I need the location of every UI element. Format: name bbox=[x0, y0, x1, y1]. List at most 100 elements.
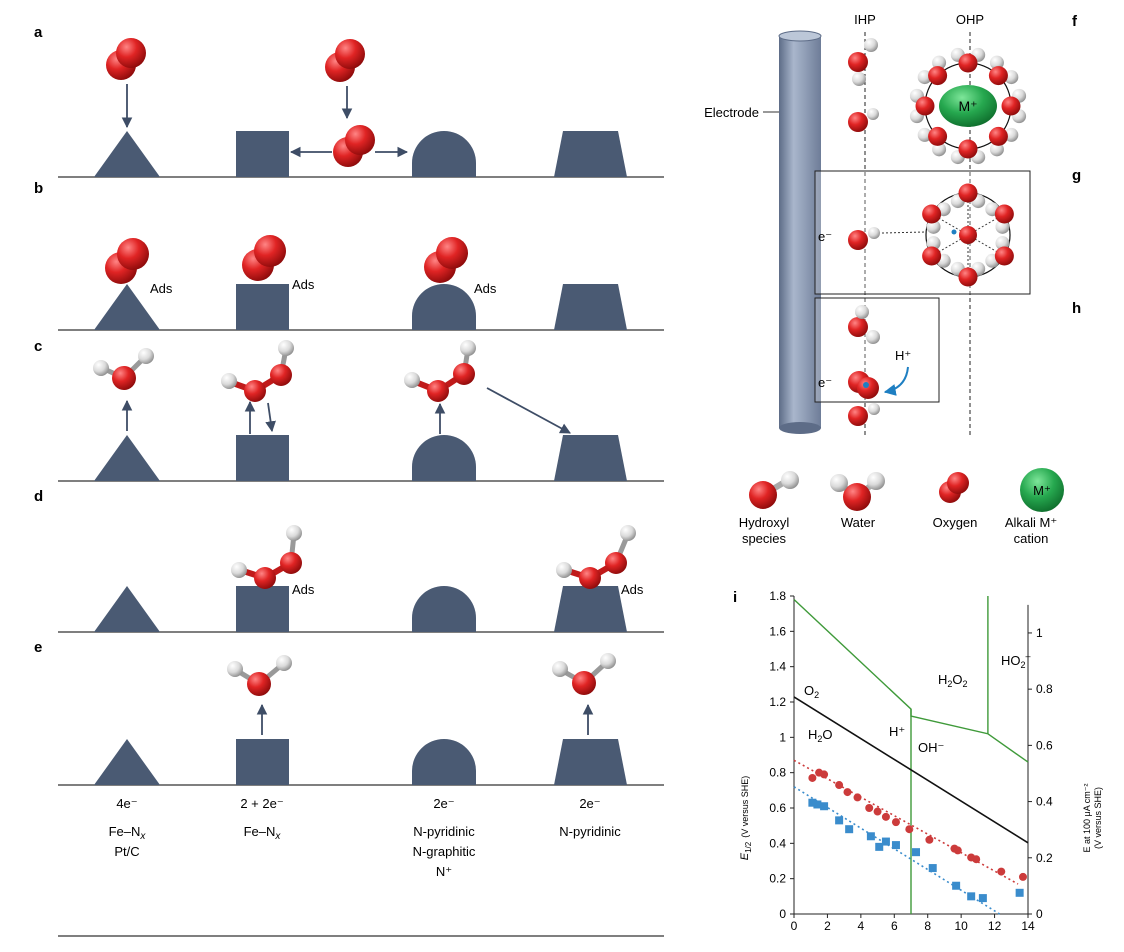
triangle-site bbox=[94, 586, 160, 632]
label-line: Pt/C bbox=[114, 844, 139, 859]
y-tick-label: 1 bbox=[779, 730, 786, 744]
region-hplus: H⁺ bbox=[889, 724, 905, 739]
panel-label-f: f bbox=[1072, 13, 1078, 30]
series-2-fit bbox=[793, 786, 1001, 915]
central-oxygen bbox=[951, 226, 977, 244]
legend-cation-label: cation bbox=[1014, 531, 1049, 546]
panel-label-h: h bbox=[1072, 300, 1081, 317]
water-molecule bbox=[985, 202, 1014, 234]
left-panels: a b c d e bbox=[34, 24, 664, 937]
ads-label: Ads bbox=[292, 582, 315, 597]
series-1-point bbox=[881, 812, 890, 821]
triangle-site bbox=[94, 131, 160, 177]
panel-label-a: a bbox=[34, 24, 43, 41]
square-site bbox=[236, 131, 289, 177]
water-molecule bbox=[950, 47, 986, 73]
label-line: N⁺ bbox=[436, 864, 452, 879]
label-subscript: x bbox=[274, 831, 281, 842]
x-tick-label: 2 bbox=[824, 919, 831, 933]
region-h2o-text: H bbox=[808, 727, 817, 742]
o2-h2o-equilibrium-line bbox=[793, 696, 1029, 844]
y-tick-label-right: 0.8 bbox=[1036, 682, 1053, 696]
label-line-text: Fe–N bbox=[244, 824, 276, 839]
electrode-cylinder bbox=[778, 30, 822, 434]
region-h2o2-a: H bbox=[938, 672, 947, 687]
series-1-point bbox=[820, 770, 829, 779]
label-subscript: x bbox=[139, 831, 146, 842]
proton-label: H⁺ bbox=[895, 348, 911, 363]
y-tick-label-right: 0 bbox=[1036, 907, 1043, 921]
label-line: N-graphitic bbox=[413, 844, 476, 859]
ads-label: Ads bbox=[292, 277, 315, 292]
hbond-line bbox=[967, 234, 1005, 257]
region-h2o2: H2O2 bbox=[938, 672, 968, 689]
region-h2o2-d: 2 bbox=[963, 679, 968, 689]
label-line: N-pyridinic bbox=[413, 824, 475, 839]
legend-cation-label: Alkali M⁺ bbox=[1005, 515, 1057, 530]
series-1-fit bbox=[793, 759, 1019, 885]
ohp-label: OHP bbox=[956, 12, 984, 27]
ads-label: Ads bbox=[474, 281, 497, 296]
oxygen-molecule bbox=[333, 125, 375, 167]
legend-cation-symbol: M⁺ bbox=[1033, 483, 1051, 498]
hydroperoxyl-molecule bbox=[556, 525, 636, 589]
x-tick-label: 6 bbox=[891, 919, 898, 933]
ihp-water bbox=[848, 305, 880, 344]
label-line-text: Fe–N bbox=[109, 824, 141, 839]
y-tick-label-right: 0.6 bbox=[1036, 738, 1053, 752]
water-molecule bbox=[917, 126, 948, 157]
y-tick-label: 0 bbox=[779, 907, 786, 921]
panel-label-i: i bbox=[733, 589, 737, 606]
water-molecule bbox=[909, 88, 935, 124]
region-h2o2-c: O bbox=[952, 672, 962, 687]
label-line: Fe–Nx bbox=[109, 824, 147, 842]
label-top: 4e⁻ bbox=[116, 796, 137, 811]
trapezoid-site bbox=[554, 435, 627, 481]
series-2-point bbox=[978, 894, 987, 903]
plus-sign: + bbox=[828, 101, 835, 115]
x-tick-label: 8 bbox=[924, 919, 931, 933]
dome-site bbox=[412, 739, 476, 785]
dome-site bbox=[412, 586, 476, 632]
panel-c-content bbox=[93, 340, 571, 434]
ihp-label: IHP bbox=[854, 12, 876, 27]
x-tick-label: 10 bbox=[954, 919, 968, 933]
region-h2o2-b: 2 bbox=[947, 679, 952, 689]
hydrogen-peroxide-molecule bbox=[221, 340, 294, 402]
square-site bbox=[236, 739, 289, 785]
oxygen-molecule bbox=[106, 38, 146, 80]
y-axis-label-right-2: (V versus SHE) bbox=[1093, 787, 1103, 849]
series-1-point bbox=[808, 773, 817, 782]
series-2-point bbox=[1015, 888, 1024, 897]
trapezoid-site bbox=[554, 284, 627, 330]
square-site bbox=[236, 586, 289, 632]
panel-d-content: Ads Ads bbox=[231, 525, 644, 597]
series-1-point bbox=[997, 867, 1006, 876]
water-molecule bbox=[922, 236, 951, 268]
chart-lines bbox=[793, 596, 1029, 915]
series-1-point bbox=[972, 855, 981, 864]
square-site bbox=[236, 284, 289, 330]
series-2-point bbox=[967, 892, 976, 901]
series-1-point bbox=[835, 781, 844, 790]
series-2-point bbox=[928, 864, 937, 873]
series-2-point bbox=[875, 842, 884, 851]
panel-label-d: d bbox=[34, 488, 43, 505]
y-axis-label-right-1: E at 100 μA cm⁻² bbox=[1082, 784, 1092, 853]
x-tick-label: 12 bbox=[988, 919, 1002, 933]
series-2-point bbox=[808, 798, 817, 807]
species-legend: Hydroxyl species Water Oxygen M⁺ Alkali … bbox=[739, 468, 1064, 546]
series-1-point bbox=[873, 807, 882, 816]
electron-label: e⁻ bbox=[818, 229, 832, 244]
dome-site bbox=[412, 284, 476, 330]
y-tick-label-right: 0.4 bbox=[1036, 795, 1053, 809]
series-1-point bbox=[853, 793, 862, 802]
hydration-water-g bbox=[922, 183, 1014, 287]
water-molecule bbox=[917, 55, 948, 86]
oxygen-molecule bbox=[325, 39, 365, 82]
region-h2o-sub: 2 bbox=[817, 734, 822, 744]
series-1-point bbox=[843, 788, 852, 797]
water-molecule bbox=[1001, 88, 1027, 124]
